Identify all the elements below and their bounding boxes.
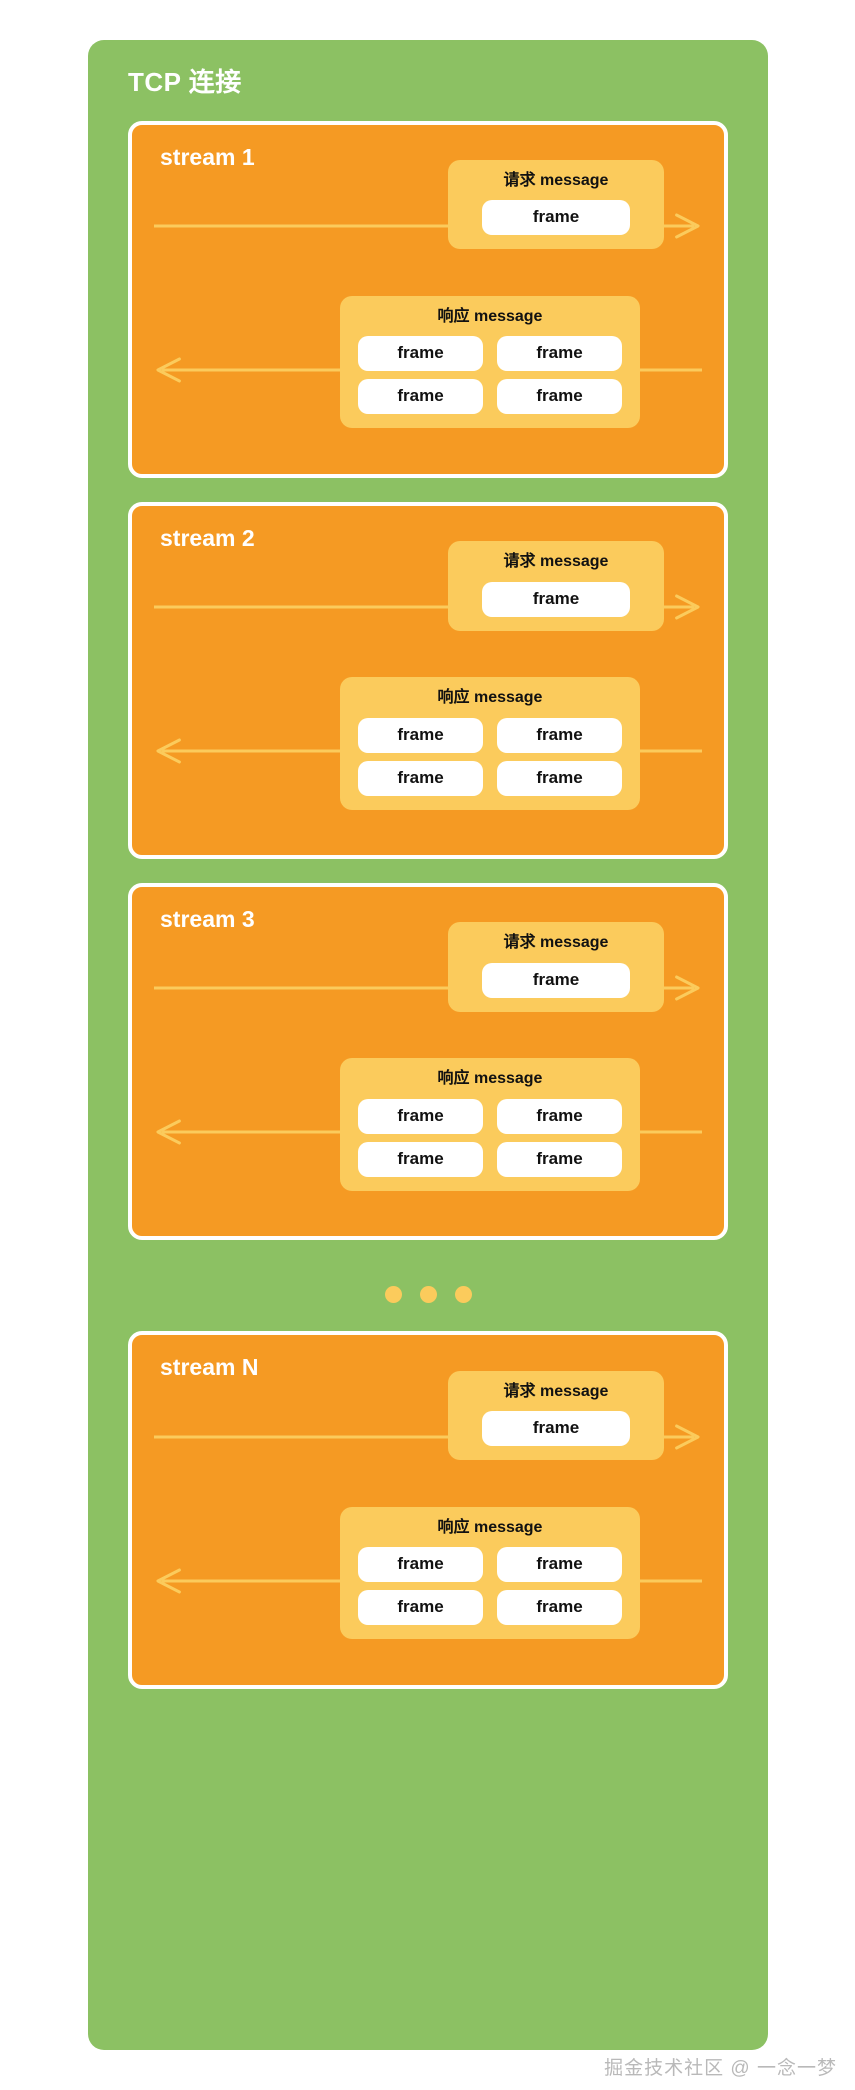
frame-pill: frame [497,1098,622,1134]
response-message-box: 响应 message frame frame frame frame [340,295,640,429]
frame-pill: frame [497,1141,622,1177]
response-message-label: 响应 message [437,1070,543,1088]
stream-title: stream 1 [160,143,255,170]
frame-pill: frame [497,1547,622,1583]
watermark: 掘金技术社区 @ 一念一梦 [604,2058,837,2079]
ellipsis-dot-icon [419,1286,437,1304]
frame-pill: frame [358,1098,483,1134]
response-lane: 响应 message frame frame frame frame [132,295,724,456]
frame-pill: frame [358,1590,483,1626]
request-message-box: 请求 message frame [448,922,664,1012]
request-message-label: 请求 message [503,1382,609,1400]
frame-pill: frame [358,760,483,796]
stream-title: stream N [160,1354,259,1381]
request-message-label: 请求 message [503,171,609,189]
frame-pill: frame [482,581,630,617]
request-message-label: 请求 message [503,553,609,571]
request-lane: 请求 message frame [132,533,724,659]
response-frame-grid: frame frame frame frame [358,717,622,796]
frame-pill: frame [482,200,630,236]
frame-pill: frame [358,379,483,415]
tcp-connection-title: TCP 连接 [128,67,242,97]
frame-pill: frame [497,379,622,415]
ellipsis-dot-icon [454,1286,472,1304]
response-message-box: 响应 message frame frame frame frame [340,1506,640,1640]
response-message-label: 响应 message [437,1518,543,1536]
request-lane: 请求 message frame [132,1363,724,1489]
request-lane: 请求 message frame [132,914,724,1040]
ellipsis-dots [88,1286,768,1304]
request-message-box: 请求 message frame [448,1370,664,1461]
frame-pill: frame [497,336,622,372]
response-lane: 响应 message frame frame frame frame [132,1058,724,1218]
stream-title: stream 3 [160,906,255,933]
response-message-label: 响应 message [437,689,543,707]
request-message-label: 请求 message [503,934,609,952]
response-message-box: 响应 message frame frame frame frame [340,1058,640,1191]
response-message-box: 响应 message frame frame frame frame [340,677,640,810]
frame-pill: frame [497,760,622,796]
ellipsis-dot-icon [384,1286,402,1304]
response-lane: 响应 message frame frame frame frame [132,1506,724,1667]
frame-pill: frame [497,717,622,753]
request-message-box: 请求 message frame [448,159,664,250]
frame-pill: frame [482,962,630,998]
request-lane: 请求 message frame [132,152,724,278]
request-message-box: 请求 message frame [448,541,664,631]
response-lane: 响应 message frame frame frame frame [132,677,724,837]
frame-pill: frame [358,1141,483,1177]
response-frame-grid: frame frame frame frame [358,1547,622,1626]
response-frame-grid: frame frame frame frame [358,1098,622,1177]
frame-pill: frame [358,1547,483,1583]
response-message-label: 响应 message [437,307,543,325]
frame-pill: frame [358,717,483,753]
frame-pill: frame [482,1411,630,1447]
frame-pill: frame [358,336,483,372]
frame-pill: frame [497,1590,622,1626]
stream-title: stream 2 [160,524,255,551]
response-frame-grid: frame frame frame frame [358,336,622,415]
